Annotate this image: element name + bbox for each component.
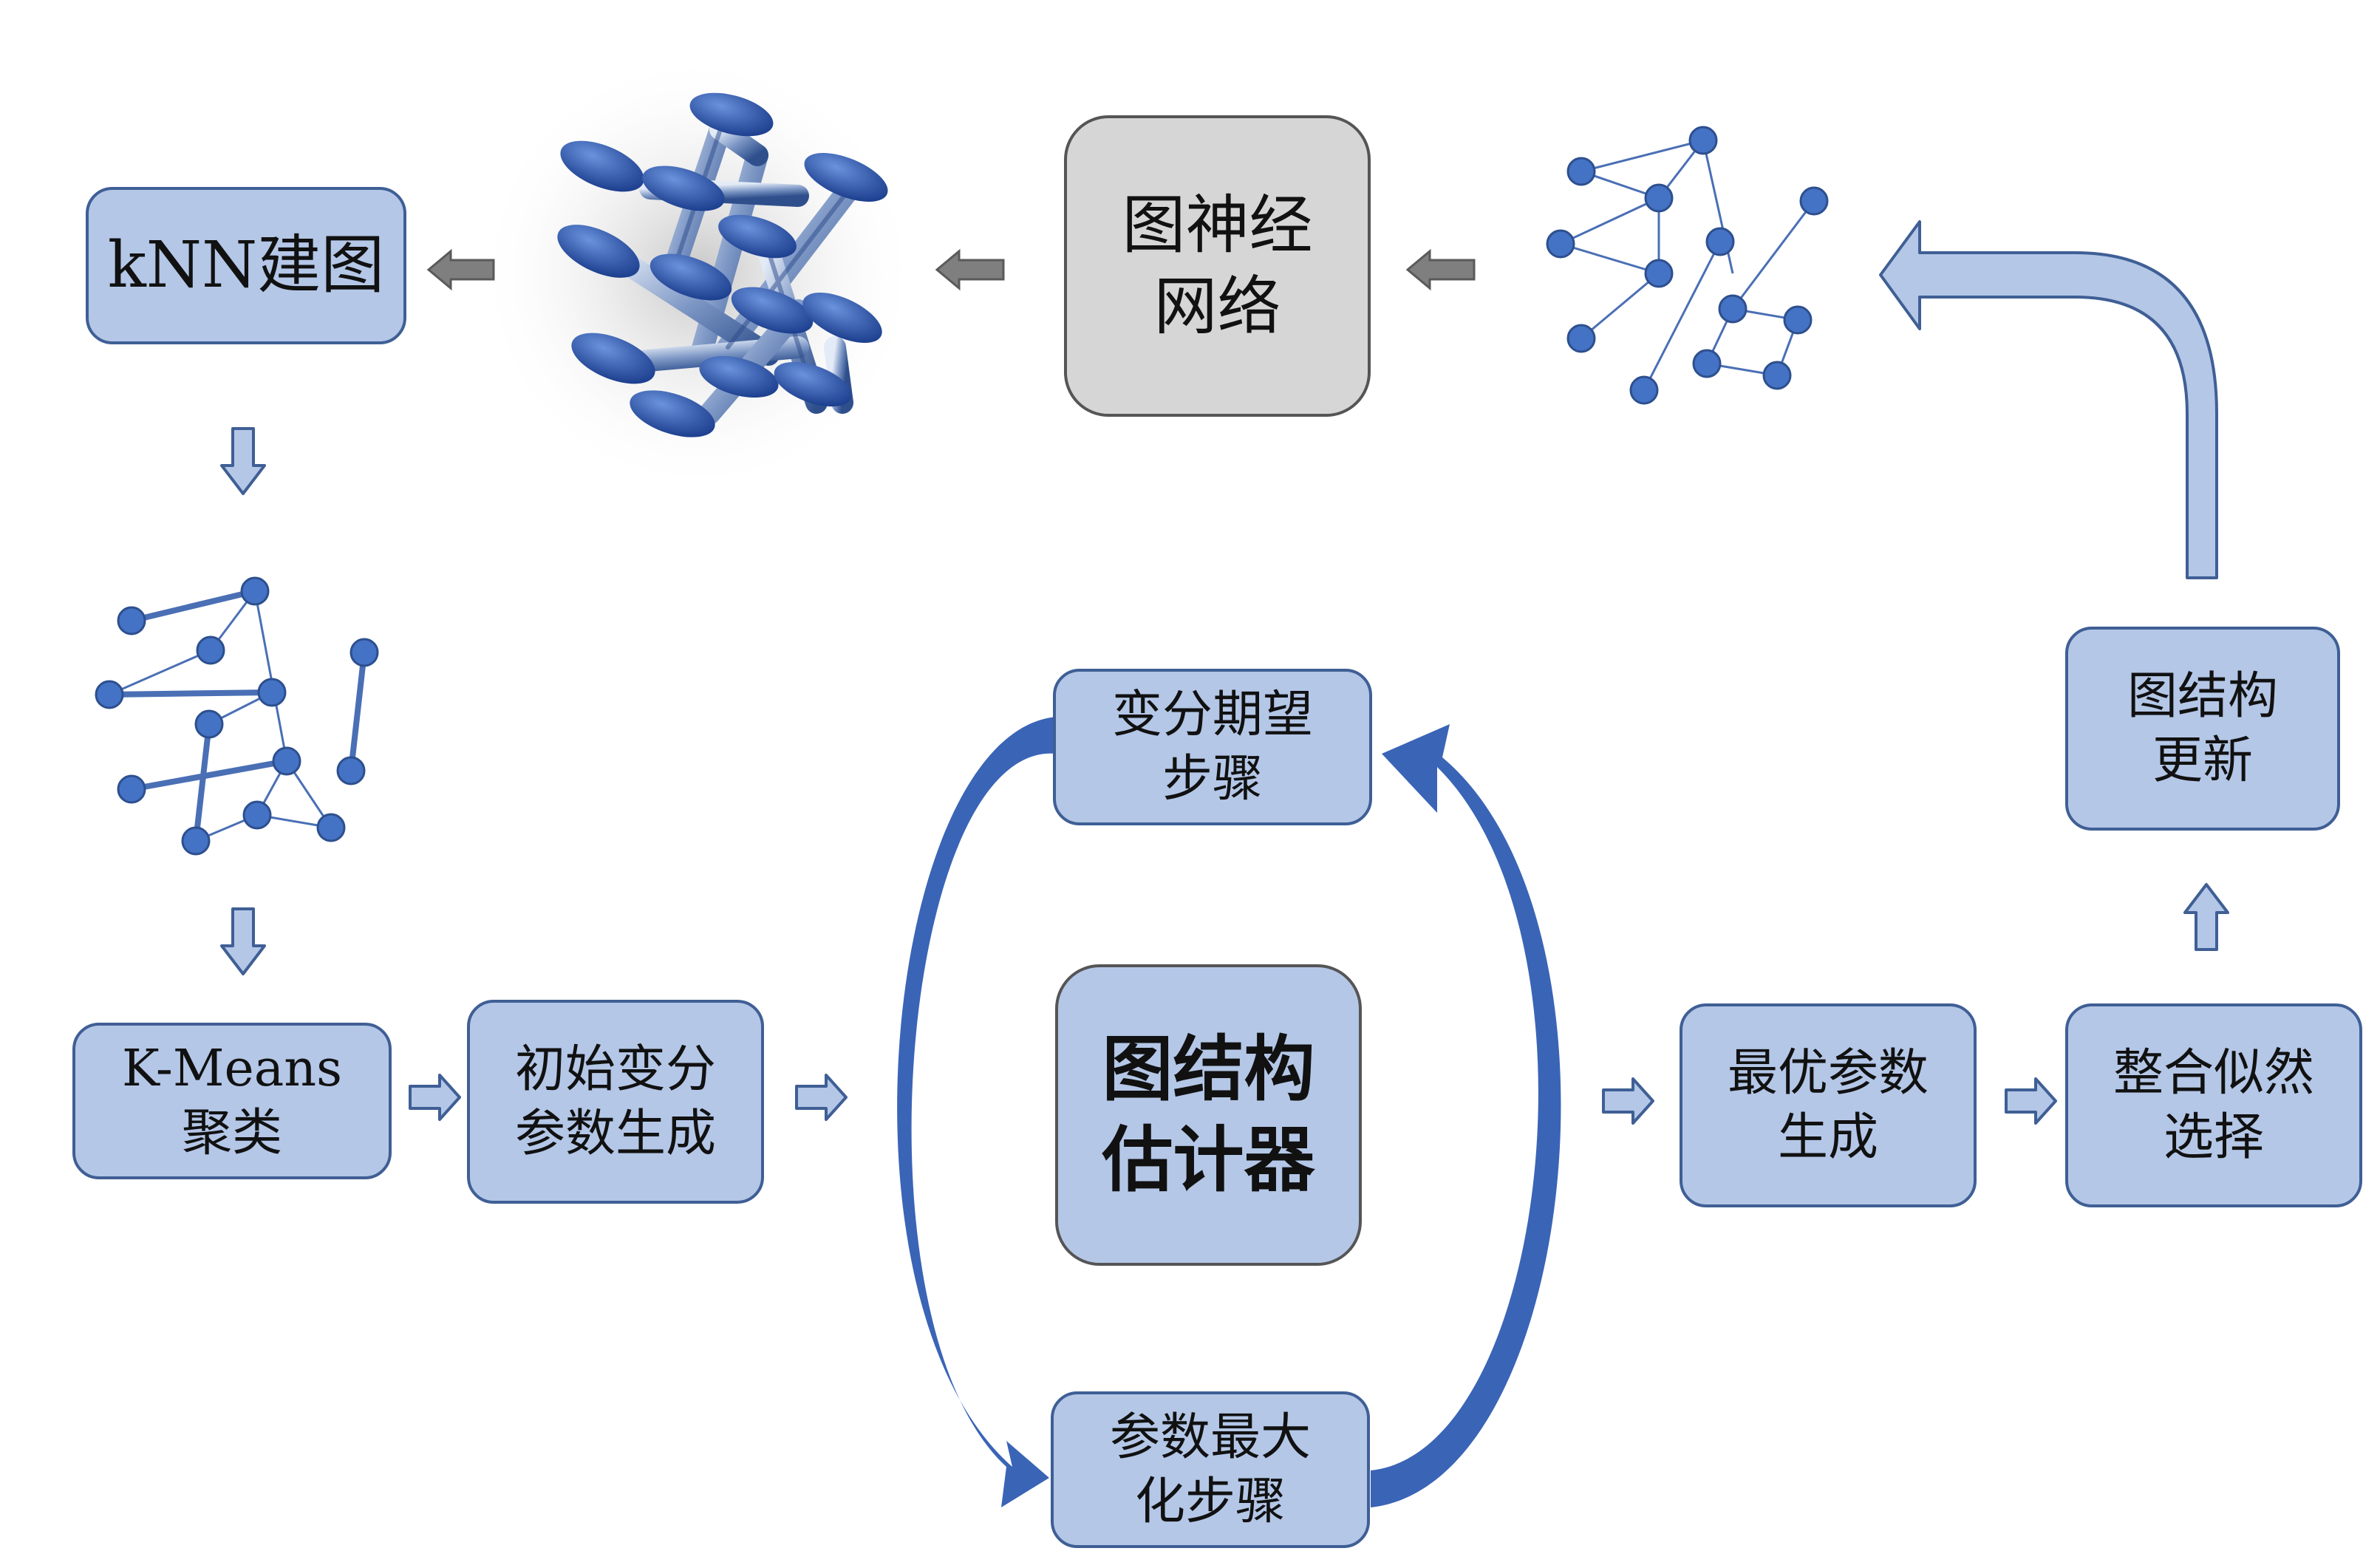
- down-arrow: [220, 907, 266, 975]
- select-label-line1: 整合似然: [2113, 1043, 2314, 1102]
- node-graph-icon: [1546, 126, 1829, 405]
- kmeans-box: K-Means 聚类: [72, 1023, 392, 1179]
- gnn-label-line1: 图神经: [1122, 188, 1313, 262]
- gnn-label-line2: 网络: [1153, 270, 1281, 344]
- right-arrow: [2005, 1077, 2057, 1125]
- estep-label-line2: 步骤: [1162, 750, 1263, 808]
- knn-label: kNN建图: [107, 228, 385, 303]
- right-arrow: [409, 1074, 461, 1121]
- knn-box: kNN建图: [86, 187, 406, 344]
- mstep-label-line2: 化步骤: [1134, 1473, 1286, 1531]
- center-label-line2: 估计器: [1102, 1118, 1315, 1201]
- select-label-line2: 选择: [2163, 1108, 2264, 1167]
- init-label-line2: 参数生成: [514, 1105, 716, 1163]
- estep-label-line1: 变分期望: [1111, 685, 1313, 744]
- e-step-box: 变分期望 步骤: [1053, 669, 1372, 825]
- optimal-label-line1: 最优参数: [1727, 1043, 1929, 1102]
- center-label-line1: 图结构: [1102, 1027, 1315, 1111]
- clustered-graph-icon: [95, 576, 379, 856]
- right-arrow: [795, 1074, 848, 1121]
- init-params-box: 初始变分 参数生成: [467, 1000, 764, 1204]
- 3d-molecule-network-icon: [477, 52, 920, 495]
- em-loop-arrows: [897, 717, 1561, 1507]
- gray-left-arrow: [426, 248, 495, 291]
- likelihood-select-box: 整合似然 选择: [2065, 1003, 2362, 1207]
- up-arrow: [2183, 883, 2229, 951]
- graph-structure-estimator-box: 图结构 估计器: [1055, 964, 1362, 1266]
- update-label-line1: 图结构: [2127, 667, 2278, 726]
- update-label-line2: 更新: [2152, 732, 2253, 790]
- right-arrow: [1602, 1077, 1654, 1125]
- optimal-params-box: 最优参数 生成: [1680, 1003, 1977, 1207]
- gnn-box: 图神经 网络: [1064, 115, 1371, 417]
- graph-update-box: 图结构 更新: [2065, 627, 2340, 831]
- gray-left-arrow: [935, 248, 1005, 291]
- init-label-line1: 初始变分: [514, 1040, 716, 1099]
- m-step-box: 参数最大 化步骤: [1051, 1391, 1370, 1548]
- curved-update-arrow: [1879, 220, 2218, 579]
- mstep-label-line1: 参数最大: [1109, 1408, 1311, 1467]
- gray-left-arrow: [1405, 248, 1476, 291]
- optimal-label-line2: 生成: [1777, 1108, 1878, 1167]
- kmeans-label-line1: K-Means: [122, 1039, 342, 1098]
- kmeans-label-line2: 聚类: [181, 1104, 282, 1162]
- down-arrow: [220, 427, 266, 495]
